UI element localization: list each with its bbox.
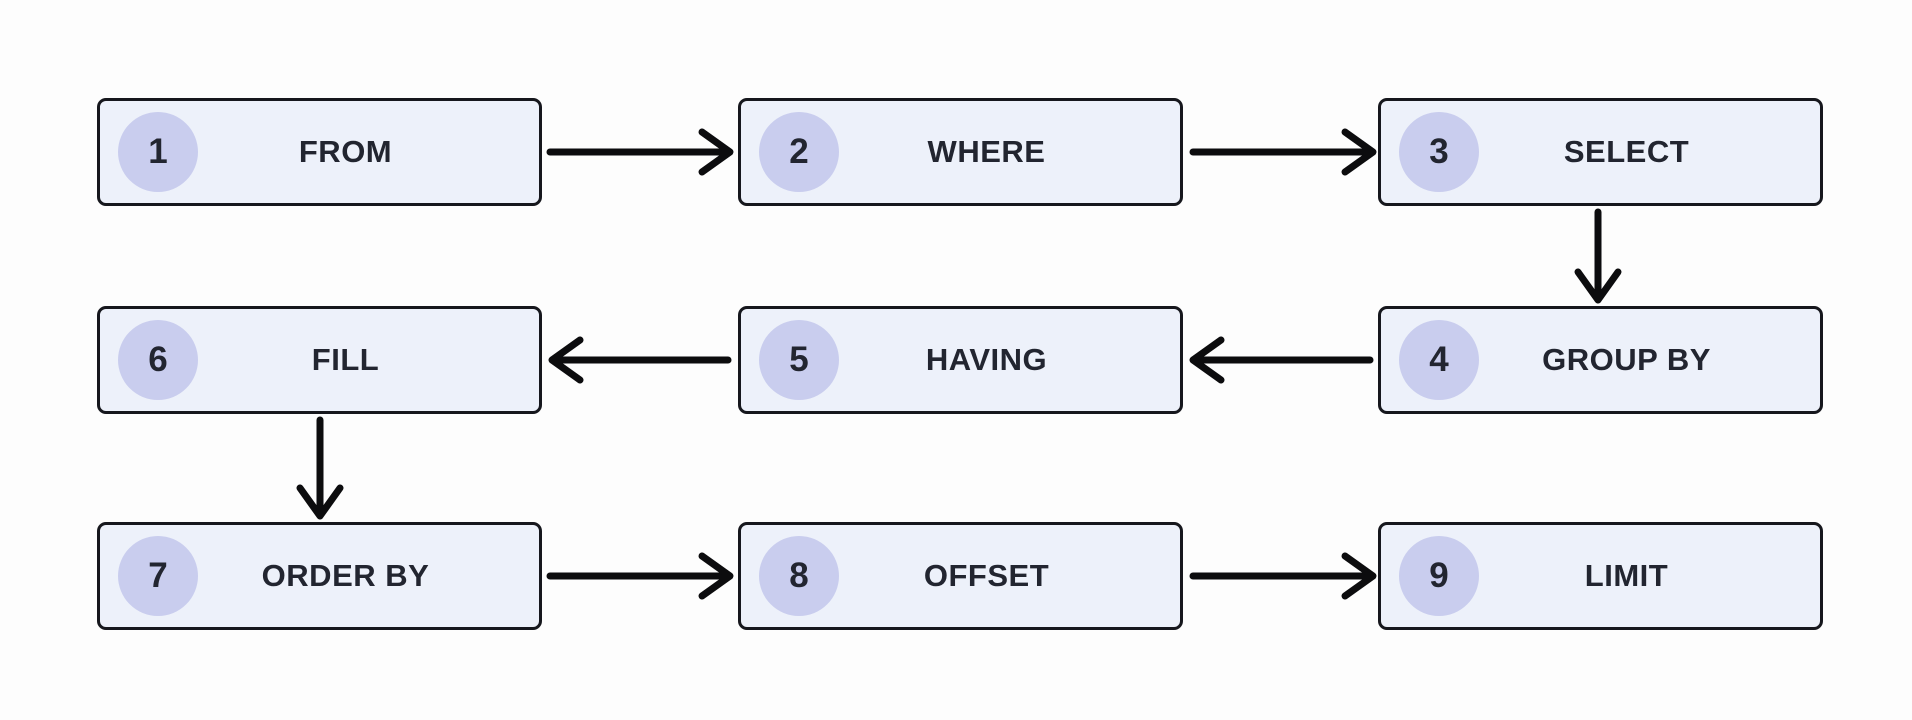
node-label: FILL bbox=[311, 342, 380, 377]
node-label: ORDER BY bbox=[261, 558, 430, 593]
step-number-badge: 6 bbox=[118, 320, 198, 400]
flow-node-from: 1 FROM bbox=[97, 98, 542, 206]
node-label: OFFSET bbox=[923, 558, 1050, 593]
edge-arrow-groupby-having bbox=[1189, 336, 1374, 384]
step-number-badge: 5 bbox=[759, 320, 839, 400]
flow-node-group-by: 4 GROUP BY bbox=[1378, 306, 1823, 414]
flow-node-order-by: 7 ORDER BY bbox=[97, 522, 542, 630]
flow-node-offset: 8 OFFSET bbox=[738, 522, 1183, 630]
flow-node-having: 5 HAVING bbox=[738, 306, 1183, 414]
node-label: SELECT bbox=[1563, 134, 1690, 169]
edge-arrow-fill-orderby bbox=[296, 416, 344, 520]
step-number-badge: 1 bbox=[118, 112, 198, 192]
edge-arrow-from-where bbox=[546, 128, 734, 176]
edge-arrow-orderby-offset bbox=[546, 552, 734, 600]
step-number-badge: 8 bbox=[759, 536, 839, 616]
step-number-badge: 4 bbox=[1399, 320, 1479, 400]
edge-arrow-select-groupby bbox=[1574, 208, 1622, 304]
edge-arrow-where-select bbox=[1189, 128, 1377, 176]
edge-arrow-offset-limit bbox=[1189, 552, 1377, 600]
node-label: GROUP BY bbox=[1542, 342, 1711, 377]
node-label: LIMIT bbox=[1584, 558, 1669, 593]
step-number-badge: 3 bbox=[1399, 112, 1479, 192]
node-label: FROM bbox=[298, 134, 393, 169]
step-number-badge: 7 bbox=[118, 536, 198, 616]
flow-node-select: 3 SELECT bbox=[1378, 98, 1823, 206]
flow-node-limit: 9 LIMIT bbox=[1378, 522, 1823, 630]
flow-node-fill: 6 FILL bbox=[97, 306, 542, 414]
step-number-badge: 2 bbox=[759, 112, 839, 192]
flow-node-where: 2 WHERE bbox=[738, 98, 1183, 206]
step-number-badge: 9 bbox=[1399, 536, 1479, 616]
edge-arrow-having-fill bbox=[548, 336, 732, 384]
node-label: WHERE bbox=[927, 134, 1046, 169]
node-label: HAVING bbox=[925, 342, 1048, 377]
